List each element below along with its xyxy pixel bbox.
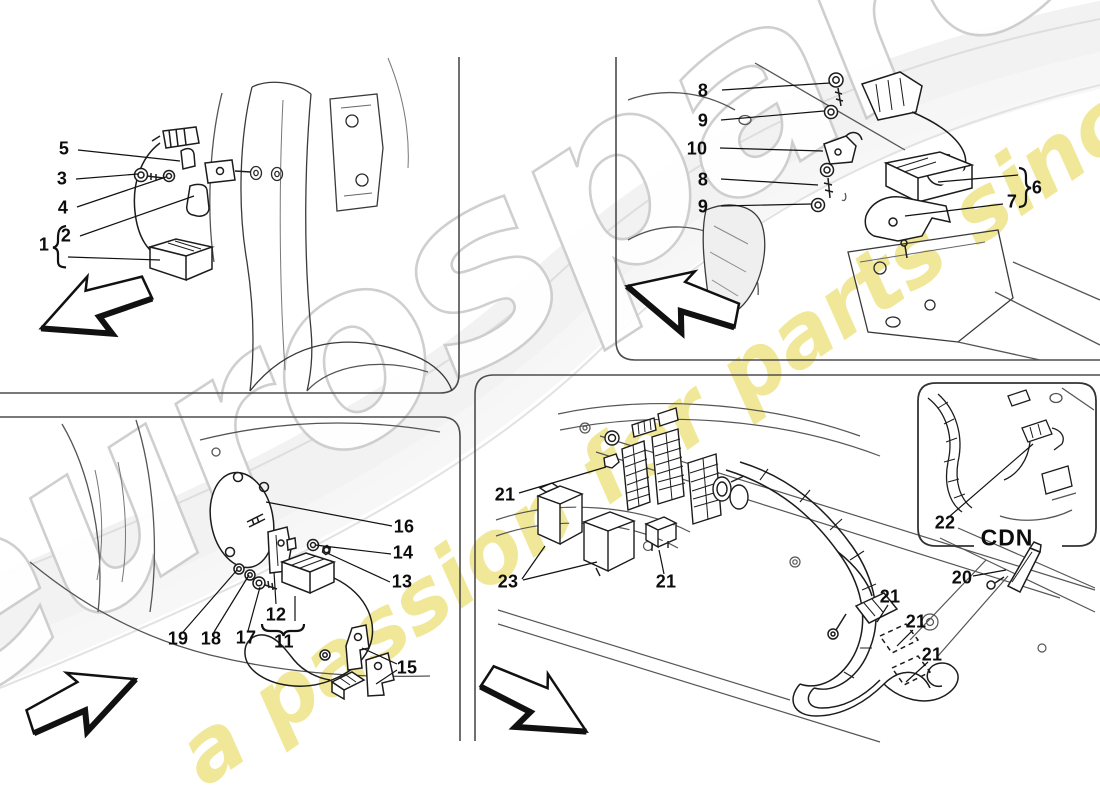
panel-bottom-left-border: [0, 416, 461, 741]
callout-20: 20: [951, 567, 973, 588]
callout-6: 6: [1031, 177, 1043, 198]
top-left-leader-lines: [67, 149, 195, 261]
view-direction-arrow-icon: [471, 650, 602, 756]
callout-21d: 21: [905, 611, 927, 632]
panel-top-left-border: [0, 57, 460, 394]
callout-21e: 21: [921, 644, 943, 665]
callout-12: 12: [265, 604, 287, 625]
cdn-inset-label: CDN: [980, 524, 1034, 551]
callout-18: 18: [200, 628, 222, 649]
callout-7: 7: [1006, 191, 1018, 212]
callout-10: 10: [686, 138, 708, 159]
bottom-right-leader-lines: [518, 443, 1034, 683]
callout-2: 2: [60, 225, 72, 246]
callout-22: 22: [934, 512, 956, 533]
top-right-leader-lines: [719, 82, 1019, 217]
cdn-inset-drawing: [927, 387, 1095, 521]
pillar-sensor-assembly: [133, 126, 252, 282]
cdn-inset-border: [917, 382, 1097, 547]
callout-21b: 21: [655, 571, 677, 592]
callout-3: 3: [56, 168, 68, 189]
engine-ecu-assembly: [810, 71, 975, 259]
callout-21a: 21: [494, 484, 516, 505]
callout-1: 1: [38, 234, 50, 255]
bottom-left-leader-lines: [182, 501, 398, 685]
fusebox-assembly: [536, 407, 749, 577]
callout-13: 13: [391, 571, 413, 592]
fuel-sensor-assembly: [209, 471, 395, 701]
callout-23: 23: [497, 571, 519, 592]
engine-frame-drawing: [627, 62, 1100, 361]
callout-9b: 9: [697, 196, 709, 217]
callout-16: 16: [393, 516, 415, 537]
callout-14: 14: [392, 542, 414, 563]
callout-6-brace: [1018, 166, 1032, 209]
callout-8: 8: [697, 80, 709, 101]
front-pillar-drawing: [209, 57, 453, 392]
bracket-part-20: [986, 541, 1042, 594]
panel-borders: [0, 57, 1100, 741]
callout-19: 19: [167, 628, 189, 649]
callout-15: 15: [396, 657, 418, 678]
callout-11: 11: [274, 631, 294, 652]
callout-5: 5: [58, 138, 70, 159]
callout-17: 17: [235, 627, 257, 648]
callout-8b: 8: [697, 169, 709, 190]
callout-11-brace: [260, 623, 306, 637]
panel-top-right-border: [615, 57, 1100, 361]
panel-bottom-right-border: [474, 374, 1100, 741]
callout-9: 9: [697, 110, 709, 131]
callout-21c: 21: [879, 586, 901, 607]
callout-1-brace: [52, 224, 67, 269]
callout-4: 4: [57, 197, 69, 218]
wiring-harness: [725, 461, 959, 717]
